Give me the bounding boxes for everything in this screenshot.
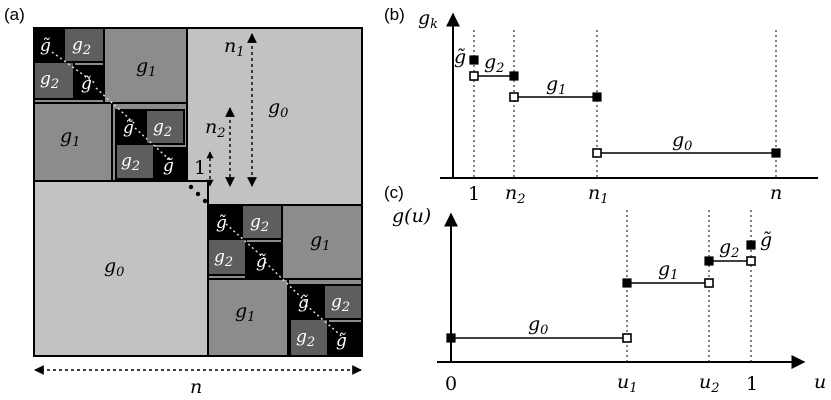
label-gt-6: g̃ [256, 252, 267, 272]
point-b-g2-filled [509, 71, 519, 81]
seg-b-label-g1: g1 [546, 73, 566, 98]
label-g2-2a: g2 [153, 117, 172, 140]
label-g2-1b: g2 [40, 69, 59, 92]
tick-c-u2: u2 [699, 371, 720, 396]
label-g2-4a: g2 [331, 292, 350, 315]
label-n2: n2 [205, 116, 226, 141]
seg-c-label-g2: g2 [719, 236, 739, 261]
panel-c-label: (c) [384, 183, 404, 202]
panel-b-label: (b) [384, 5, 405, 24]
point-b-g1-open [509, 92, 519, 102]
point-c-g0-filled [446, 333, 456, 343]
block-g0-bottom-left [33, 180, 209, 357]
point-c-g2-filled [704, 256, 714, 266]
label-g1-d: g1 [235, 300, 255, 325]
seg-b-label-g0: g0 [672, 129, 692, 154]
axis-c-ylabel: g(u) [392, 205, 431, 227]
label-g0-bottom: g0 [104, 255, 124, 280]
diagonal-dots [51, 51, 347, 341]
label-g1-b: g1 [60, 125, 80, 150]
label-gt-3: g̃ [123, 118, 134, 138]
label-matrix-size: n [190, 376, 202, 398]
block-labels: g0 g0 g1 g1 g1 g1 g2 g2 g2 g2 g2 g2 g2 g… [40, 35, 350, 351]
label-g1-a: g1 [136, 55, 156, 80]
seg-c-label-g0: g0 [528, 313, 548, 338]
tick-b-1: 1 [468, 183, 480, 205]
label-g1-c: g1 [310, 229, 330, 254]
label-gt-2: g̃ [81, 74, 92, 94]
tick-c-u1: u1 [617, 371, 638, 396]
tick-b-n: n [770, 182, 782, 204]
block-gt-3 [115, 109, 147, 145]
label-g2-3a: g2 [250, 212, 269, 235]
panel-c: (c) g(u) u g0 g1 g2 g̃ 0 u1 u2 1 [384, 183, 826, 396]
block-g2-3b [207, 238, 247, 276]
point-c-g1-open [704, 278, 714, 288]
panel-b: (b) gk g̃ g2 g1 g0 1 n2 n1 n [384, 5, 818, 207]
block-g1-3 [281, 204, 363, 280]
label-g2-4b: g2 [296, 327, 315, 350]
seg-b-label-gt: g̃ [454, 46, 466, 68]
axis-b-ylabel: gk [418, 7, 438, 32]
tick-b-n2: n2 [505, 182, 526, 207]
block-g2-2b [115, 143, 155, 180]
matrix-outline [33, 27, 363, 357]
label-gt-7: g̃ [298, 293, 309, 313]
seg-c-label-g1: g1 [658, 258, 678, 283]
label-gt-1: g̃ [40, 36, 51, 56]
panel-a-label: (a) [4, 5, 25, 24]
tick-b-n1: n1 [588, 182, 609, 207]
seg-b-label-g2: g2 [484, 51, 504, 76]
panel-a: (a) [4, 5, 363, 398]
label-g2-3b: g2 [214, 247, 233, 270]
block-g1-1 [103, 27, 188, 104]
point-c-g0-open [622, 333, 632, 343]
tick-c-0: 0 [445, 373, 457, 395]
label-gt-5: g̃ [216, 213, 227, 233]
point-b-g0-filled [771, 148, 781, 158]
tick-c-1: 1 [746, 373, 758, 395]
point-b-g2-open [469, 71, 479, 81]
block-g2-3a [241, 204, 283, 240]
label-one: 1 [194, 157, 206, 179]
point-c-g1-filled [622, 278, 632, 288]
inner-dimension-arrows: n1 n2 1 [194, 33, 257, 187]
point-c-g2-open [746, 256, 756, 266]
block-gt-7 [289, 284, 325, 320]
point-c-gt-filled [746, 240, 756, 250]
label-g2-2b: g2 [121, 151, 140, 174]
axis-c-xlabel: u [814, 371, 826, 393]
point-b-g1-filled [592, 92, 602, 102]
label-gt-4: g̃ [163, 156, 174, 176]
block-g2-2a [145, 109, 185, 145]
seg-c-label-gt: g̃ [760, 229, 772, 251]
label-n1: n1 [224, 35, 245, 60]
label-g0-top: g0 [268, 96, 288, 121]
block-gt-5 [207, 204, 243, 240]
point-b-gt-filled [469, 55, 479, 65]
label-gt-8: g̃ [336, 331, 347, 351]
point-b-g0-open [592, 148, 602, 158]
label-g2-1a: g2 [72, 35, 91, 58]
